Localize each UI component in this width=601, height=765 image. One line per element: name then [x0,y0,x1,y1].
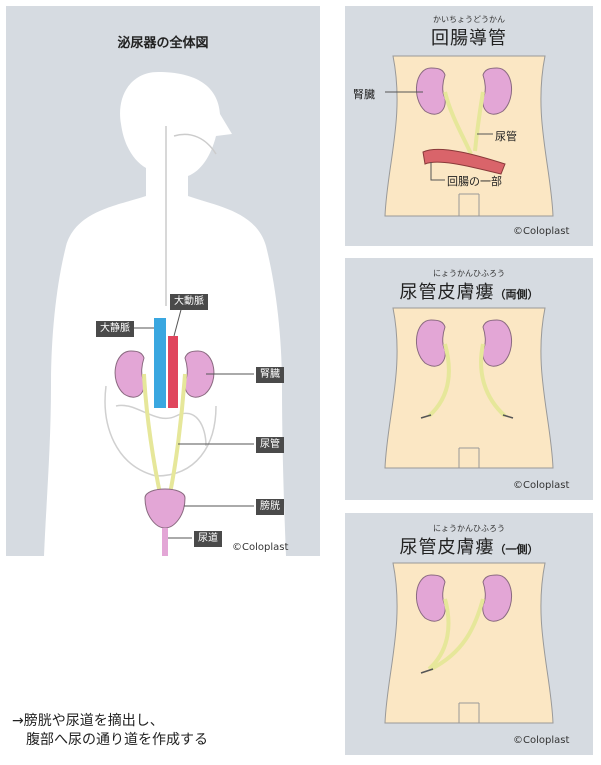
leader-aorta [173,305,183,337]
bilateral-subtitle: （両側） [494,288,539,301]
unilateral-title-row: 尿管皮膚瘻（一側） [345,533,593,559]
ileum-segment [422,148,506,175]
explanation-note: →膀胱や尿道を摘出し、 腹部へ尿の通り道を作成する [12,712,208,750]
ureterostomy-unilateral-panel: にょうかんひふろう 尿管皮膚瘻（一側） ©Coloplast [345,513,593,755]
label-aorta: 大動脈 [170,294,208,310]
label-urethra: 尿道 [194,531,222,547]
ileal-conduit-illustration [384,55,554,217]
ileal-conduit-panel: かいちょうどうかん 回腸導管 腎臓 尿管 回腸の一部 ©Coloplast [345,6,593,246]
torso [384,562,554,724]
right-ureter [430,598,485,671]
ureterostomy-bilateral-panel: にょうかんひふろう 尿管皮膚瘻（両側） ©Coloplast [345,258,593,500]
right-stoma [502,414,514,419]
left-stoma [420,414,432,419]
vena-cava [154,318,166,408]
torso [384,307,554,469]
stoma [420,668,434,674]
unilateral-copyright: ©Coloplast [513,735,570,746]
bladder [144,488,186,529]
label-vena-cava: 大静脈 [96,321,134,337]
bilateral-illustration [384,307,554,469]
ileal-title: 回腸導管 [431,28,507,49]
left-ureter [443,91,473,155]
label-bladder: 膀胱 [256,499,284,515]
left-ureter [427,598,451,671]
main-copyright: ©Coloplast [232,542,289,553]
ileal-copyright: ©Coloplast [513,226,570,237]
label-kidney: 腎臓 [256,367,284,383]
bilateral-copyright: ©Coloplast [513,480,570,491]
unilateral-subtitle: （一側） [494,543,539,556]
unilateral-title: 尿管皮膚瘻 [399,537,495,558]
left-ureter [427,343,451,418]
torso [384,55,554,217]
leader-ileum [430,162,445,181]
left-ureter [142,373,163,499]
right-ureter [479,343,507,418]
label-ureter: 尿管 [495,130,517,143]
right-ureter [473,91,485,152]
label-kidney: 腎臓 [353,88,375,101]
aorta [168,336,178,408]
main-title: 泌尿器の全体図 [117,36,209,51]
groin-mark [458,193,480,216]
bilateral-title: 尿管皮膚瘻 [399,282,495,303]
main-anatomy-panel: 泌尿器の全体図 大静脈 大動脈 腎臓 尿管 膀胱 尿道 ©Coloplast [6,6,320,556]
note-line-1: →膀胱や尿道を摘出し、 [12,713,164,729]
unilateral-ruby: にょうかんひふろう [433,524,505,533]
airway [165,126,217,306]
label-ureter: 尿管 [256,437,284,453]
body-silhouette [44,72,286,556]
anatomy-illustration [44,72,286,556]
urethra [162,528,168,556]
bilateral-ruby: にょうかんひふろう [433,269,505,278]
right-ureter [167,373,187,499]
groin-mark [458,447,480,468]
groin-mark [458,702,480,723]
unilateral-illustration [384,562,554,724]
ileal-ruby: かいちょうどうかん [433,15,505,24]
note-line-2: 腹部へ尿の通り道を作成する [26,732,208,748]
label-ileum: 回腸の一部 [447,175,502,188]
bilateral-title-row: 尿管皮膚瘻（両側） [345,278,593,304]
